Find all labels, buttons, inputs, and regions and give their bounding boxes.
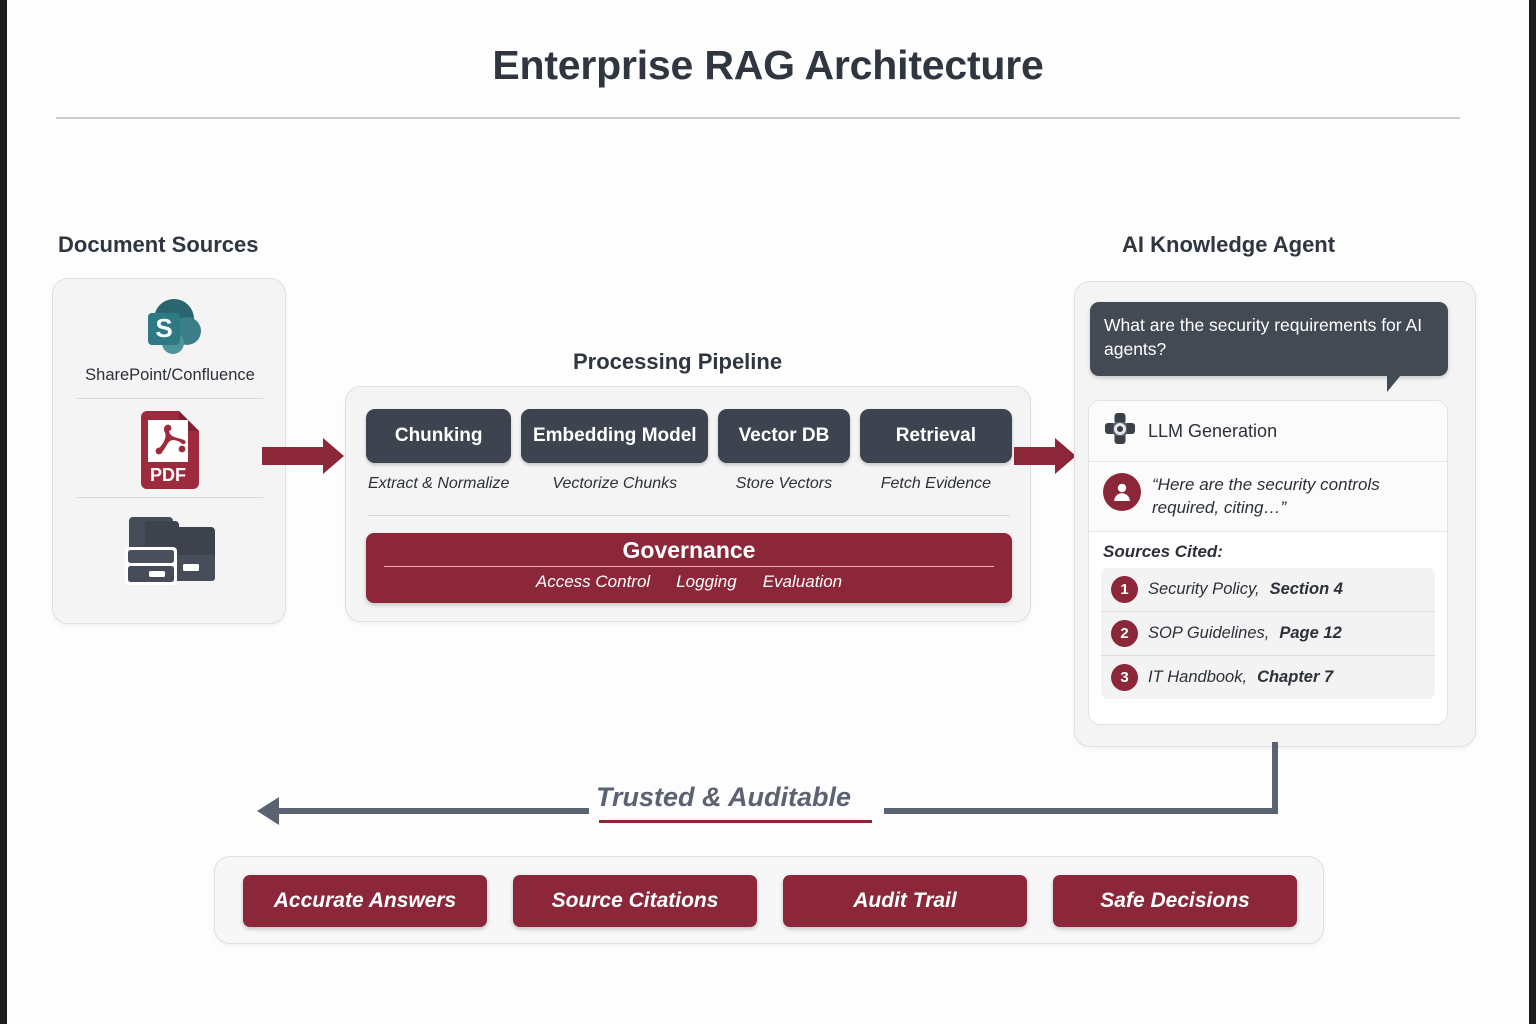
pipeline-caption-chunking: Extract & Normalize — [367, 475, 510, 492]
governance-rule — [384, 566, 994, 567]
section-heading-processing-pipeline: Processing Pipeline — [573, 349, 783, 374]
governance-item-evaluation: Evaluation — [762, 572, 843, 591]
pdf-label: PDF — [150, 465, 186, 485]
page-title: Enterprise RAG Architecture — [492, 42, 1044, 88]
agent-answer-row: “Here are the security controls required… — [1089, 462, 1447, 532]
outcome-chip-accurate-answers[interactable]: Accurate Answers — [243, 875, 487, 927]
source-item-archive — [53, 511, 287, 596]
citation-number-badge: 2 — [1111, 620, 1138, 647]
pipeline-caption-embedding-model: Vectorize Chunks — [552, 475, 678, 492]
sources-cited-title: Sources Cited: — [1103, 542, 1223, 561]
section-heading-ai-knowledge-agent: AI Knowledge Agent — [1122, 232, 1336, 257]
governance-block: Governance Access Control Logging Evalua… — [366, 533, 1012, 603]
source-divider-1 — [77, 398, 263, 399]
outcome-chip-source-citations[interactable]: Source Citations — [513, 875, 757, 927]
citation-row[interactable]: 3 IT Handbook, Chapter 7 — [1101, 655, 1435, 699]
user-question-bubble: What are the security requirements for A… — [1090, 302, 1448, 376]
title-divider — [56, 117, 1460, 119]
pipeline-stage-retrieval[interactable]: Retrieval — [859, 409, 1012, 463]
feedback-arrowhead — [257, 797, 279, 825]
citation-locator: Section 4 — [1269, 580, 1343, 598]
pipeline-caption-row: Extract & Normalize Vectorize Chunks Sto… — [366, 475, 1012, 493]
source-item-pdf: PDF — [53, 411, 287, 494]
outcomes-row: Accurate Answers Source Citations Audit … — [215, 857, 1325, 945]
svg-text:S: S — [155, 313, 172, 343]
source-divider-2 — [77, 497, 263, 498]
arrow-pipeline-to-agent — [1014, 438, 1076, 474]
outcomes-card: Accurate Answers Source Citations Audit … — [214, 856, 1324, 944]
outcome-chip-audit-trail[interactable]: Audit Trail — [783, 875, 1027, 927]
governance-title: Governance — [622, 537, 756, 563]
citation-source: Security Policy, — [1148, 580, 1260, 598]
governance-items: Access Control Logging Evaluation — [366, 572, 1012, 592]
llm-generation-label: LLM Generation — [1148, 421, 1278, 441]
pipeline-divider — [368, 515, 1010, 516]
citation-row[interactable]: 2 SOP Guidelines, Page 12 — [1101, 611, 1435, 655]
user-avatar-icon — [1103, 473, 1141, 511]
agent-answer-panel: LLM Generation “Here are the security co… — [1088, 400, 1448, 725]
pipeline-caption-retrieval: Fetch Evidence — [880, 475, 991, 492]
pdf-file-icon: PDF — [137, 411, 203, 493]
pipeline-stage-row: Chunking Embedding Model Vector DB Retri… — [366, 409, 1012, 463]
citation-row[interactable]: 1 Security Policy, Section 4 — [1101, 568, 1435, 611]
outcome-chip-safe-decisions[interactable]: Safe Decisions — [1053, 875, 1297, 927]
pipeline-stage-embedding-model[interactable]: Embedding Model — [521, 409, 709, 463]
citation-number-badge: 3 — [1111, 664, 1138, 691]
feedback-line-horizontal-right — [884, 808, 1278, 814]
network-nodes-icon — [1103, 412, 1137, 451]
pipeline-stage-chunking[interactable]: Chunking — [366, 409, 512, 463]
arrow-sources-to-pipeline — [262, 438, 344, 474]
citation-source: SOP Guidelines, — [1148, 624, 1270, 642]
feedback-label-underline — [599, 820, 872, 823]
document-sources-card: S SharePoint/Confluence PDF — [52, 278, 286, 624]
governance-item-logging: Logging — [676, 572, 737, 591]
feedback-line-vertical — [1272, 742, 1278, 814]
source-item-sharepoint: S SharePoint/Confluence — [53, 295, 287, 385]
sharepoint-icon: S — [134, 299, 206, 361]
section-heading-document-sources: Document Sources — [58, 232, 259, 257]
processing-pipeline-card: Chunking Embedding Model Vector DB Retri… — [345, 386, 1031, 622]
citation-locator: Chapter 7 — [1257, 668, 1334, 686]
pipeline-caption-vector-db: Store Vectors — [735, 475, 833, 492]
pipeline-stage-vector-db[interactable]: Vector DB — [718, 409, 850, 463]
archive-boxes-icon — [115, 517, 225, 595]
question-bubble-tail — [1387, 375, 1401, 392]
llm-generation-row: LLM Generation — [1089, 401, 1447, 462]
feedback-line-horizontal-left — [277, 808, 589, 814]
citation-locator: Page 12 — [1279, 624, 1342, 642]
citation-number-badge: 1 — [1111, 576, 1138, 603]
agent-answer-text: “Here are the security controls required… — [1152, 475, 1380, 517]
citation-source: IT Handbook, — [1148, 668, 1248, 686]
citation-list: 1 Security Policy, Section 4 2 SOP Guide… — [1101, 568, 1435, 699]
feedback-label: Trusted & Auditable — [596, 782, 852, 812]
governance-item-access-control: Access Control — [535, 572, 651, 591]
source-label-sharepoint: SharePoint/Confluence — [85, 366, 255, 384]
